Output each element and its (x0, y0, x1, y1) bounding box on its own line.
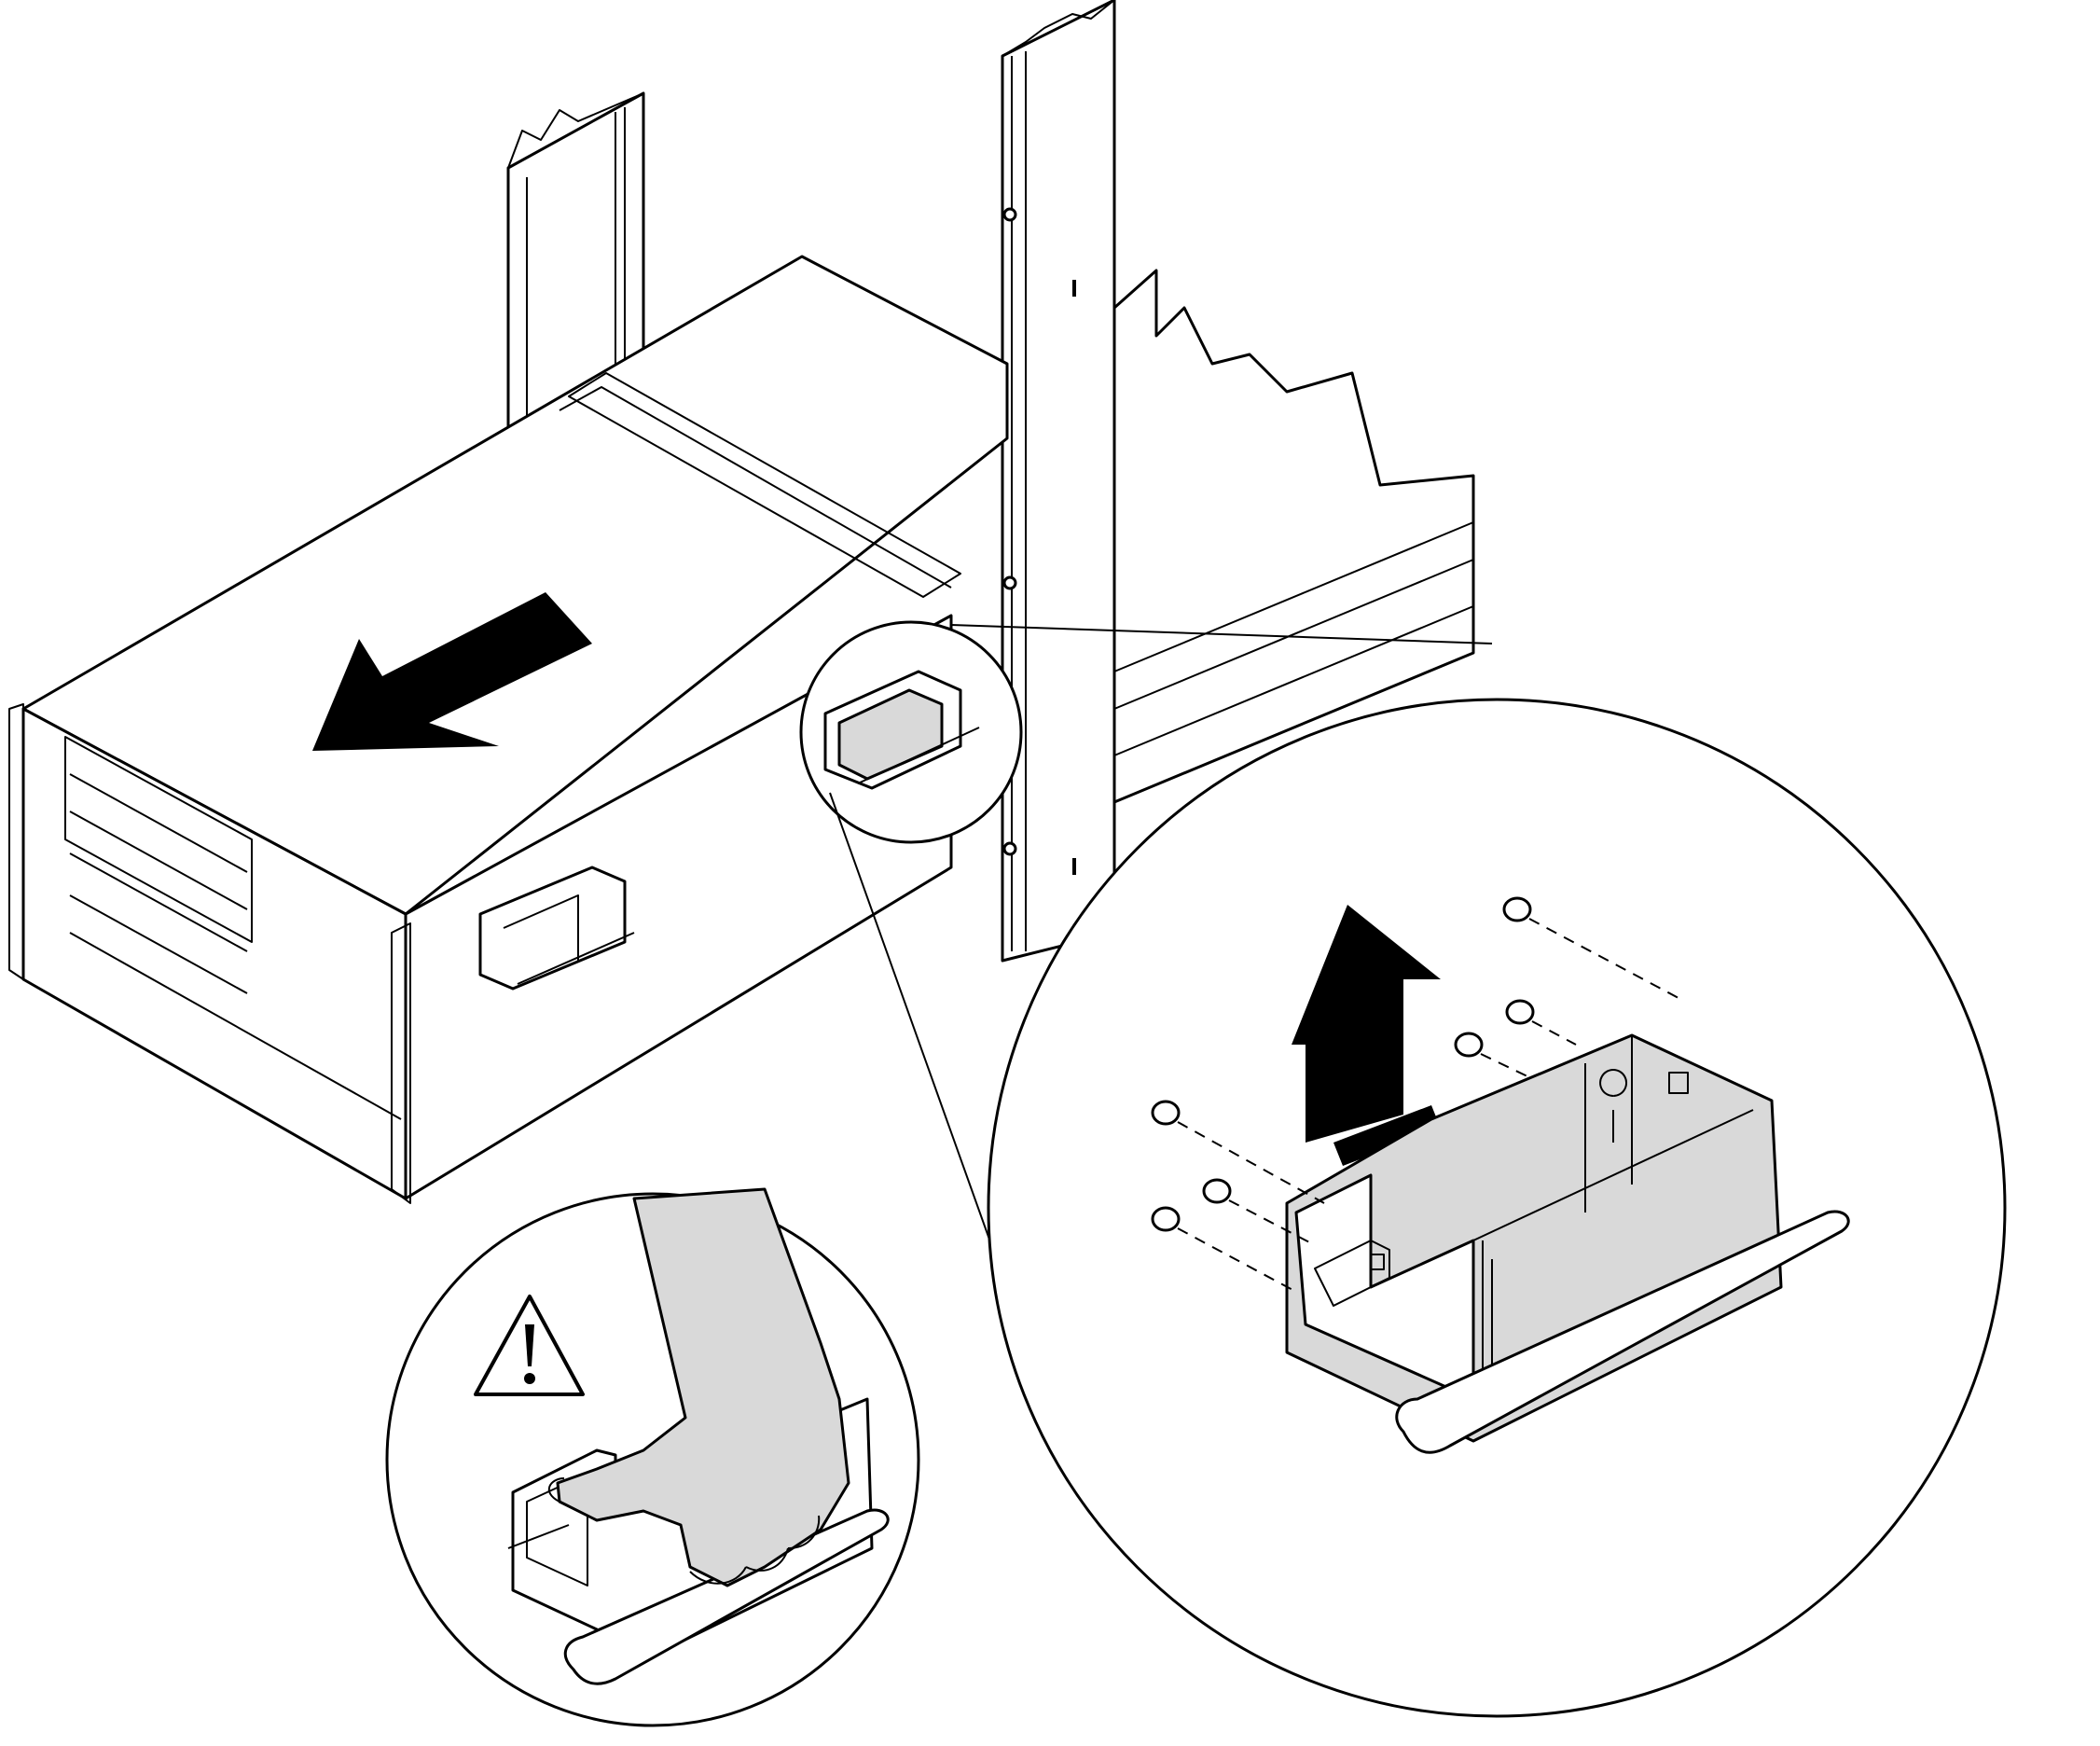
callout-leader-lines (829, 624, 1493, 1316)
handle-callout-small (799, 620, 1023, 844)
rack-right-rail (1112, 269, 1475, 804)
caution-grip-detail (385, 1187, 920, 1727)
slide-out-arrow-icon (312, 592, 592, 751)
hand-icon (547, 1187, 850, 1587)
caution-icon (474, 1295, 585, 1396)
screw-icon (1151, 896, 1535, 1232)
lift-up-arrow-icon (1292, 905, 1441, 1166)
rack-right-post (1001, 0, 1116, 963)
server-chassis (8, 255, 1009, 1204)
rack-handle-detail (987, 698, 2007, 1718)
screw-guide-lines (1177, 918, 1679, 1293)
rack-handle (1285, 1033, 1850, 1454)
